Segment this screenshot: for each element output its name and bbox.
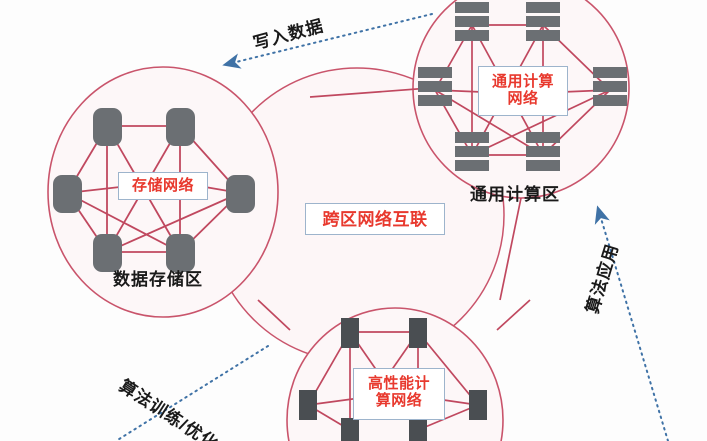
hpc-network-label: 高性能计 算网络: [353, 368, 445, 420]
server-rack-icon: [526, 132, 560, 171]
hpc-tower-icon: [341, 418, 359, 441]
storage-node-icon: [166, 234, 195, 272]
storage-node-icon: [53, 175, 82, 213]
cross-zone-interconnect-label: 跨区网络互联: [305, 203, 445, 235]
storage-zone-caption: 数据存储区: [113, 270, 203, 289]
hpc-tower-icon: [299, 390, 317, 420]
server-rack-icon: [418, 67, 452, 106]
storage-nodes: [53, 108, 255, 272]
storage-node-icon: [226, 175, 255, 213]
general-compute-zone-caption: 通用计算区: [470, 185, 560, 204]
server-rack-icon: [455, 132, 489, 171]
hpc-tower-icon: [409, 418, 427, 441]
storage-network-label: 存储网络: [118, 172, 208, 200]
general-compute-network-label: 通用计算 网络: [478, 66, 568, 116]
storage-node-icon: [93, 108, 122, 146]
flow-arrows: [115, 13, 669, 441]
storage-node-icon: [166, 108, 195, 146]
algo-train-arrow: [115, 345, 269, 441]
hpc-tower-icon: [469, 390, 487, 420]
storage-node-icon: [93, 234, 122, 272]
compute-nodes: [418, 2, 627, 171]
server-rack-icon: [455, 2, 489, 41]
hpc-tower-icon: [341, 318, 359, 348]
server-rack-icon: [593, 67, 627, 106]
write-data-arrow: [222, 13, 433, 69]
server-rack-icon: [526, 2, 560, 41]
hpc-tower-icon: [409, 318, 427, 348]
hpc-nodes: [299, 318, 487, 441]
